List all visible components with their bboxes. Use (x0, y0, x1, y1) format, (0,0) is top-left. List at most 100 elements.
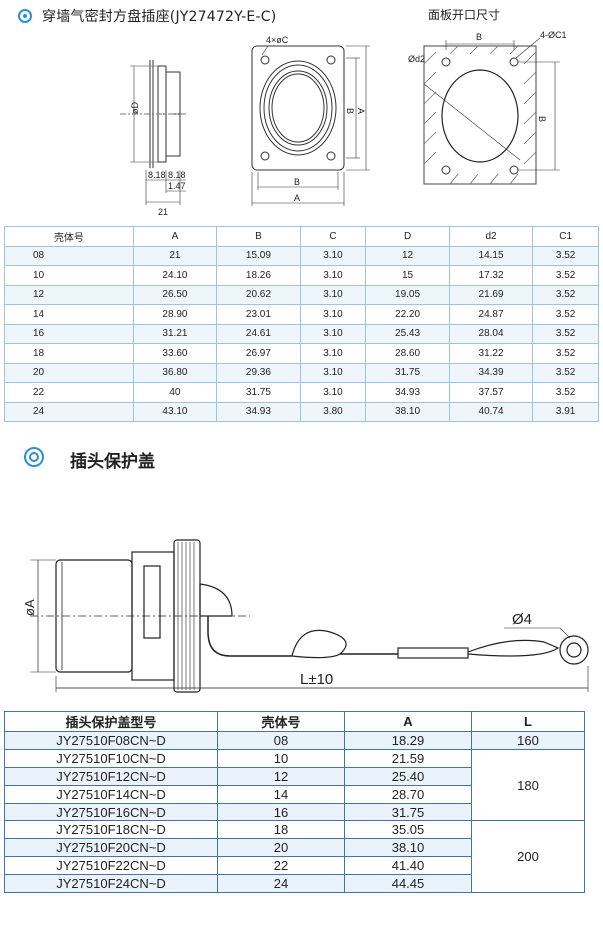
table-cell: 34.39 (448, 362, 534, 383)
table-cell: JY27510F12CN~D (4, 766, 218, 786)
header-cell: B (216, 226, 301, 247)
table-cell: JY27510F22CN~D (4, 856, 218, 876)
header-cell: D (365, 226, 450, 247)
table-cell: 31.75 (216, 382, 301, 403)
dim-panel-B-side: B (537, 116, 547, 122)
front-flange (251, 45, 345, 171)
mount-hole (326, 151, 336, 161)
table-cell: 14.15 (448, 245, 534, 266)
table-cell: 28.60 (365, 343, 450, 364)
panel-hatch (423, 45, 537, 185)
dim-818-a: 8.18 (148, 170, 166, 180)
table-cell: 38.10 (344, 838, 472, 858)
table-cell: 17.32 (448, 265, 534, 286)
lanyard-loop (291, 629, 347, 659)
table-cell: JY27510F24CN~D (4, 874, 218, 894)
header-cell: 壳体号 (217, 711, 345, 732)
inner-ring (268, 70, 328, 146)
table-cell: 23.01 (216, 304, 301, 325)
header-cell: L (471, 711, 585, 732)
dim-21: 21 (158, 207, 168, 217)
header-cell: d2 (448, 226, 534, 247)
table-cell: 10 (4, 265, 134, 286)
dim-A-side: A (356, 108, 366, 114)
dim-147: 1.47 (168, 181, 186, 191)
table-cell: 28.90 (132, 304, 218, 325)
table-cell: 15.09 (216, 245, 301, 266)
table-cell: 18 (217, 820, 345, 840)
table-header-row: 插头保护盖型号 壳体号 A L (4, 711, 585, 732)
table-cell: 3.52 (532, 284, 599, 305)
ring-terminal (559, 635, 589, 665)
table-cell: JY27510F08CN~D (4, 731, 218, 750)
table-cell: 14 (217, 784, 345, 804)
dim-d2: Ød2 (408, 54, 425, 64)
cap-window (143, 565, 161, 639)
table-cell: 3.52 (532, 362, 599, 383)
table-cell: 21 (132, 245, 218, 266)
table-cell: 12 (4, 284, 134, 305)
dim-panel-B-top: B (476, 32, 482, 42)
plug-cap-drawing: øA Ø4 L±10 (22, 539, 589, 693)
section-bullet-icon (18, 9, 32, 23)
dim-818-b: 8.18 (168, 170, 186, 180)
table-cell: 3.10 (299, 284, 367, 305)
table-cell: 3.91 (532, 401, 599, 422)
table-cell: 18.26 (216, 265, 301, 286)
hatch-lines (423, 45, 537, 185)
table-cell: 20 (217, 838, 345, 858)
dim-B-front: B (294, 177, 300, 187)
table-cell: 3.10 (299, 343, 367, 364)
dim-B-side: B (345, 108, 355, 114)
table-cell: 3.10 (299, 362, 367, 383)
knurl-lines (177, 542, 195, 690)
lanyard-loop (467, 639, 560, 657)
table-cell: 34.93 (365, 382, 450, 403)
table-cell: 3.10 (299, 245, 367, 266)
table-cell: 43.10 (132, 401, 218, 422)
panel-hole (441, 57, 451, 67)
table-cell: 10 (217, 748, 345, 768)
dim-phiD: øD (130, 102, 140, 114)
table-cell: 25.43 (365, 323, 450, 344)
table-cell: 28.04 (448, 323, 534, 344)
table-cell: 41.40 (344, 856, 472, 876)
table-cell: 33.60 (132, 343, 218, 364)
table-cell: 19.05 (365, 284, 450, 305)
mount-hole (260, 55, 270, 65)
table-cell: 3.52 (532, 245, 599, 266)
table-cell: 16 (4, 323, 134, 344)
header-cell: A (132, 226, 218, 247)
table-cell: 31.22 (448, 343, 534, 364)
section-title: 穿墙气密封方盘插座(JY27472Y-E-C) (42, 9, 277, 25)
dim-phi4: Ø4 (512, 611, 532, 628)
table-cell: JY27510F18CN~D (4, 820, 218, 840)
table-cell: 3.52 (532, 304, 599, 325)
table-cell: 12 (217, 766, 345, 786)
section-title: 插头保护盖 (70, 452, 155, 472)
table-cell: 3.52 (532, 343, 599, 364)
dim-holes-c: 4×øC (266, 35, 289, 45)
panel-hole (441, 165, 451, 175)
table-cell: 3.52 (532, 265, 599, 286)
table-cell: 16 (217, 802, 345, 822)
dim-phiA: øA (22, 599, 37, 616)
panel-cutout (441, 69, 519, 163)
table-cell: 36.80 (132, 362, 218, 383)
table-cell: 40.74 (448, 401, 534, 422)
table-cell: 24 (217, 874, 345, 894)
header-cell: 插头保护盖型号 (4, 711, 218, 732)
table-cell: 3.10 (299, 265, 367, 286)
mount-hole (326, 55, 336, 65)
